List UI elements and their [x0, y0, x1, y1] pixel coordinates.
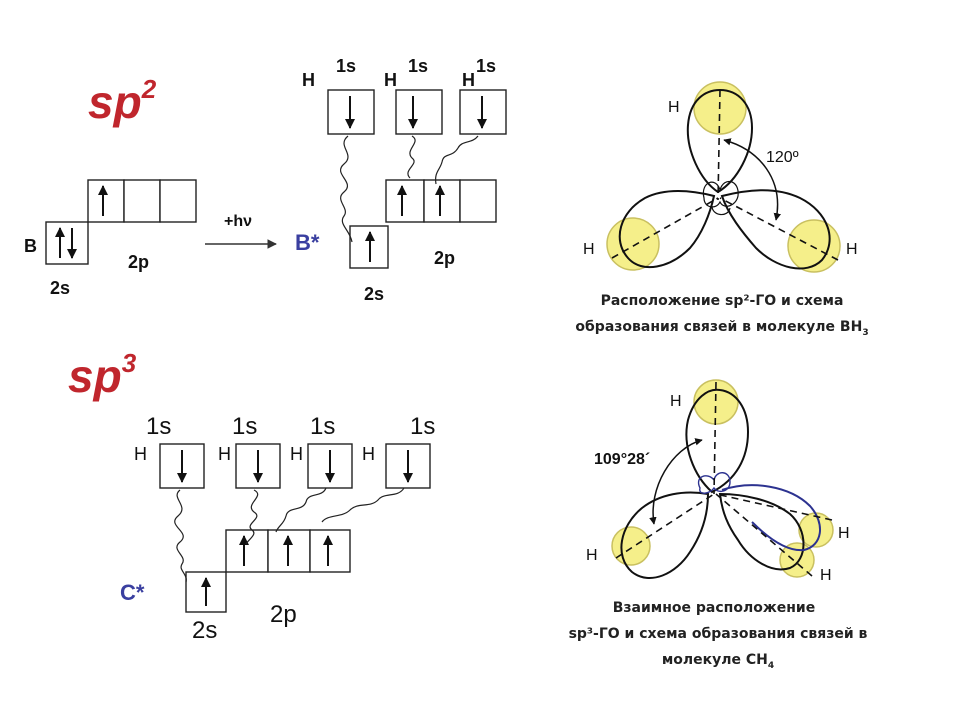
- ch4-h-left-label: H: [586, 547, 598, 564]
- sp3-axis-left: [615, 493, 715, 559]
- sp3-bond-wave-1: [174, 489, 187, 583]
- sp2-b-2p-box-1: [87, 179, 125, 223]
- sp3-cstar-label: C*: [120, 580, 145, 605]
- bh3-h-top-label: H: [668, 99, 680, 116]
- sp3-angle-arc: [649, 438, 703, 525]
- sp2-bond-wave-2: [407, 135, 416, 179]
- sp3-excited-state-c: C* 2s 2p: [120, 529, 351, 644]
- ch4-h-right-front-label: H: [820, 567, 832, 584]
- sp3-caption-line2: sp³-ГО и схема образования связей в: [569, 626, 868, 642]
- sp2-hydrogen-1s-boxes: H 1s H 1s H 1s: [302, 56, 507, 135]
- h-sphere: [611, 526, 651, 566]
- sp3-caption-line3: молекуле CH4: [662, 652, 774, 671]
- sp2-h2-label: H: [384, 70, 397, 90]
- sp3-axis-top: [713, 381, 717, 495]
- sp3-bond-wave-2: [245, 489, 259, 545]
- sp2-title: sp2: [88, 74, 157, 128]
- sp3-h2-label: H: [218, 444, 231, 464]
- sp3-cstar-2p-box-3: [309, 529, 351, 573]
- sp2-angle-label: 120º: [766, 149, 799, 166]
- bh3-h-left-label: H: [583, 241, 595, 258]
- sp2-atom-b-label: B: [24, 236, 37, 256]
- sp2-b-2p-box-2: [123, 179, 161, 223]
- sp3-hydrogen-1s-boxes: H 1s H 1s H 1s H 1s: [134, 413, 435, 489]
- sp2-ground-state-b: B 2s 2p: [24, 179, 197, 298]
- sp3-h1-1s-label: 1s: [146, 413, 171, 440]
- sp2-h3-label: H: [462, 70, 475, 90]
- sp2-bstar-2s-label: 2s: [364, 284, 384, 304]
- sp3-cstar-2p-label: 2p: [270, 601, 297, 628]
- sp2-h2-1s-label: 1s: [408, 56, 428, 76]
- sp2-lobe-left: [618, 190, 716, 268]
- sp3-lobe-right-front: [718, 492, 805, 571]
- sp2-h1-label: H: [302, 70, 315, 90]
- sp3-angle-label: 109°28´: [594, 451, 650, 468]
- sp3-bond-wave-3: [275, 487, 327, 533]
- sp3-h4-label: H: [362, 444, 375, 464]
- ch4-h-top-label: H: [670, 393, 682, 410]
- sp3-h4-1s-label: 1s: [410, 413, 435, 440]
- sp2-caption-line2: образования связей в молекуле BH3: [575, 319, 868, 338]
- sp2-b-2p-box-3: [159, 179, 197, 223]
- sp3-h1-label: H: [134, 444, 147, 464]
- sp2-bstar-2p-box-2: [423, 179, 461, 223]
- bh3-orbital-diagram: 120º H H H: [583, 81, 858, 273]
- sp3-cstar-2s-label: 2s: [192, 617, 217, 644]
- sp2-axis-left: [611, 197, 719, 259]
- sp3-axis-right-front: [715, 493, 813, 577]
- sp3-h3-label: H: [290, 444, 303, 464]
- sp3-bond-wave-4: [321, 487, 405, 523]
- bh3-h-right-label: H: [846, 241, 858, 258]
- sp3-caption-line1: Взаимное расположение: [613, 600, 816, 616]
- sp2-bstar-2p-label: 2p: [434, 248, 455, 268]
- sp2-bstar-label: B*: [295, 230, 320, 255]
- sp2-b-2p-label: 2p: [128, 252, 149, 272]
- sp3-h3-1s-label: 1s: [310, 413, 335, 440]
- sp2-caption-line1: Расположение sp²-ГО и схема: [601, 293, 844, 309]
- sp2-bond-wave-1: [340, 135, 353, 243]
- sp2-b-2s-label: 2s: [50, 278, 70, 298]
- sp2-h1-1s-label: 1s: [336, 56, 356, 76]
- sp3-axis-right-back: [715, 493, 833, 521]
- sp2-angle-arc: [723, 138, 781, 221]
- sp2-b-2s-box: [45, 221, 89, 265]
- sp2-excited-state-b: B* 2s 2p: [295, 179, 497, 304]
- ch4-h-right-back-label: H: [838, 525, 850, 542]
- ch4-orbital-diagram: 109°28´ H H H H: [586, 379, 850, 584]
- sp3-h2-1s-label: 1s: [232, 413, 257, 440]
- sp2-bond-wave-3: [435, 135, 479, 185]
- sp2-bstar-2p-box-3: [459, 179, 497, 223]
- reaction-label: +hν: [224, 213, 252, 230]
- sp3-title: sp3: [68, 348, 137, 402]
- sp2-h3-1s-label: 1s: [476, 56, 496, 76]
- sp3-lobe-right-back: [721, 484, 822, 552]
- h-sphere: [787, 219, 841, 273]
- sp2-bstar-2p-box-1: [385, 179, 425, 223]
- sp3-small-lobes: [697, 472, 731, 494]
- sp2-axis-top: [717, 89, 721, 201]
- sp2-h2-box: [395, 89, 443, 135]
- sp3-cstar-2p-box-1: [225, 529, 269, 573]
